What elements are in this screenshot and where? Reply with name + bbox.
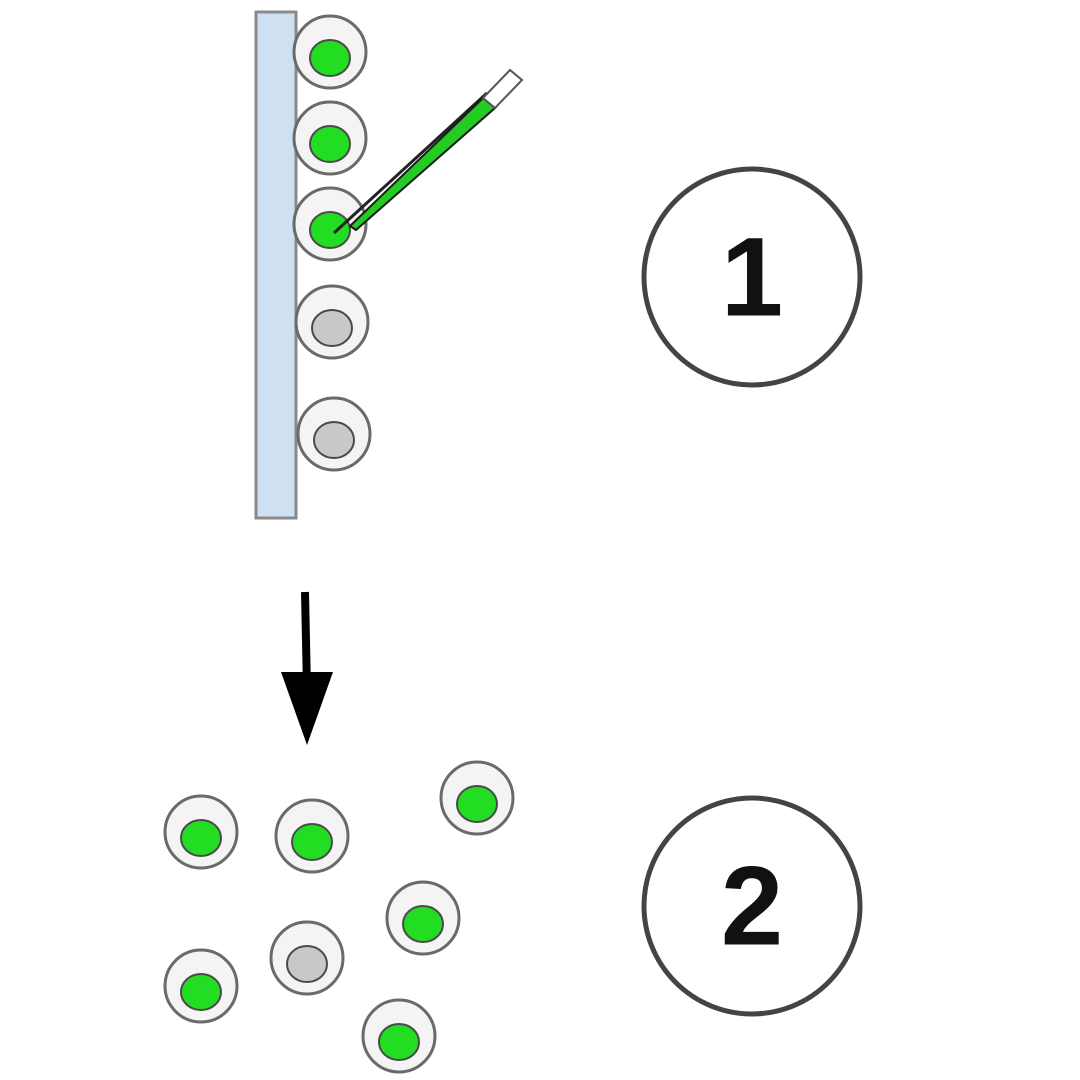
released-cell-6 (163, 948, 239, 1024)
green-nucleus (309, 211, 351, 249)
grey-nucleus (311, 309, 353, 347)
attached-cell-4 (294, 284, 370, 360)
grey-nucleus (313, 421, 355, 459)
green-nucleus (378, 1023, 420, 1061)
released-cell-3 (439, 760, 515, 836)
attached-cell-2 (292, 100, 368, 176)
step-1-badge: 1 (641, 166, 863, 388)
released-cell-5 (269, 920, 345, 996)
step-2-label: 2 (721, 844, 783, 969)
released-cell-7 (361, 998, 437, 1074)
green-nucleus (180, 973, 222, 1011)
attached-cell-1 (292, 14, 368, 90)
released-cell-4 (385, 880, 461, 956)
green-nucleus (291, 823, 333, 861)
step-1-label: 1 (721, 215, 783, 340)
substrate-slide (254, 10, 298, 520)
attached-cell-3 (292, 186, 368, 262)
green-nucleus (309, 125, 351, 163)
green-nucleus (456, 785, 498, 823)
green-nucleus (180, 819, 222, 857)
released-cell-1 (163, 794, 239, 870)
pipette-icon (332, 68, 524, 235)
attached-cell-5 (296, 396, 372, 472)
released-cell-2 (274, 798, 350, 874)
down-arrow-icon (281, 591, 333, 745)
step-2-badge: 2 (641, 795, 863, 1017)
released-cells (163, 760, 515, 1074)
green-nucleus (309, 39, 351, 77)
green-nucleus (402, 905, 444, 943)
attached-cells (292, 14, 372, 472)
grey-nucleus (286, 945, 328, 983)
